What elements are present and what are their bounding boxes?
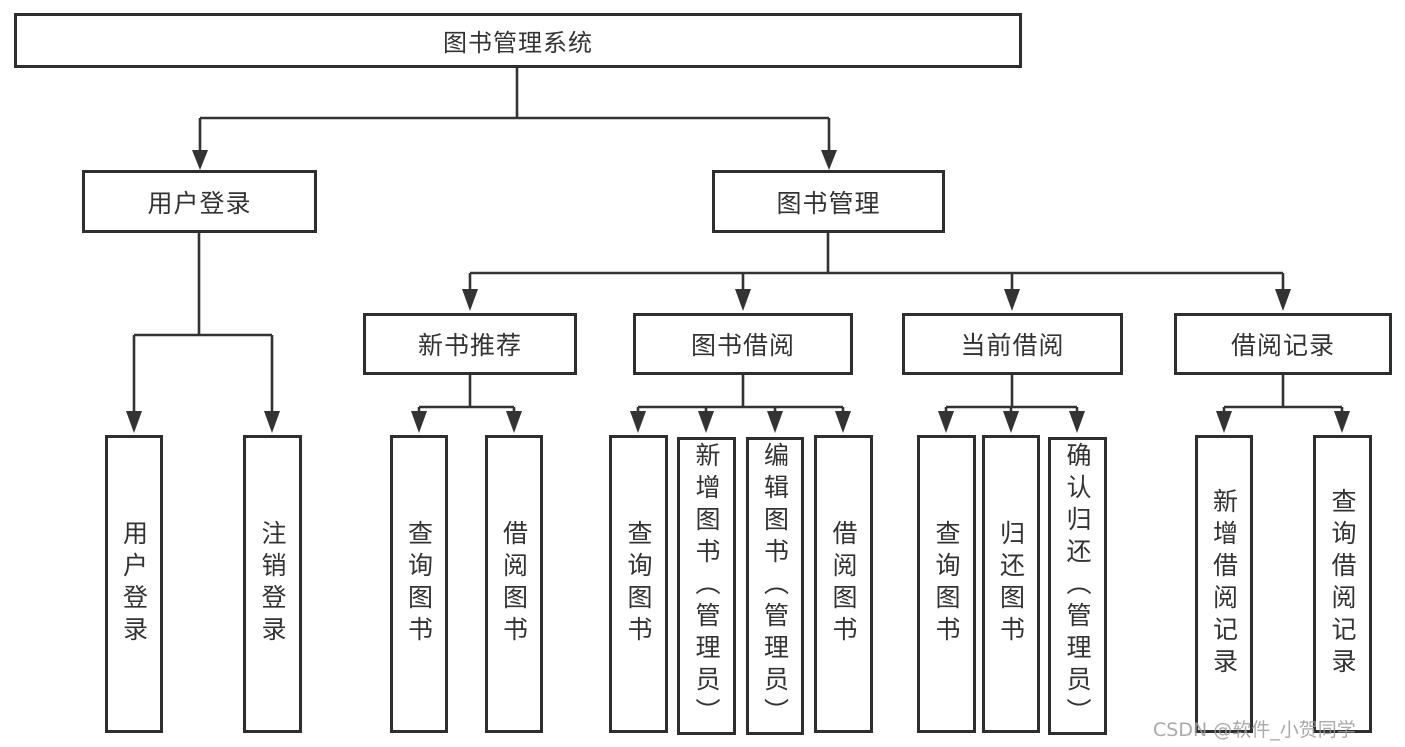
leaf-logout: 注销登录 xyxy=(243,435,302,733)
leaf-add-borrow-record: 新增借阅记录 xyxy=(1195,435,1253,733)
node-label: 图书管理 xyxy=(776,188,881,218)
node-label: 查询图书 xyxy=(932,520,961,648)
node-label: 查询图书 xyxy=(404,520,434,648)
node-user-login: 用户登录 xyxy=(82,170,317,233)
leaf-add-books-admin: 新增图书（管理员） xyxy=(677,437,736,735)
node-borrowing-records: 借阅记录 xyxy=(1174,313,1392,375)
node-label: 借阅图书 xyxy=(829,520,858,648)
node-book-borrowing: 图书借阅 xyxy=(633,313,853,375)
node-new-book-recommendation: 新书推荐 xyxy=(363,313,577,375)
node-current-borrowing: 当前借阅 xyxy=(902,313,1123,375)
node-label: 用户登录 xyxy=(119,520,149,648)
leaf-return-books: 归还图书 xyxy=(982,435,1040,733)
node-label: 当前借阅 xyxy=(960,331,1065,360)
node-label: 借阅图书 xyxy=(499,520,529,648)
leaf-confirm-return-admin: 确认归还（管理员） xyxy=(1048,437,1107,735)
node-label: 新增图书（管理员） xyxy=(692,442,721,730)
leaf-query-books-recommend: 查询图书 xyxy=(390,435,448,733)
node-label: 归还图书 xyxy=(996,520,1026,648)
node-label: 借阅记录 xyxy=(1230,331,1335,360)
leaf-query-books-current: 查询图书 xyxy=(917,435,976,733)
node-library-management-system: 图书管理系统 xyxy=(14,13,1022,68)
node-label: 查询借阅记录 xyxy=(1328,488,1357,680)
node-label: 注销登录 xyxy=(258,520,287,648)
csdn-watermark: CSDN @软件_小贺同学 xyxy=(1153,719,1356,741)
node-label: 新增借阅记录 xyxy=(1209,488,1239,680)
node-label: 用户登录 xyxy=(147,188,252,218)
node-label: 查询图书 xyxy=(624,520,653,648)
arrowheads xyxy=(126,150,1350,433)
node-label: 新书推荐 xyxy=(417,331,522,360)
leaf-user-login: 用户登录 xyxy=(105,435,163,733)
leaf-borrow-books: 借阅图书 xyxy=(814,435,873,733)
leaf-edit-books-admin: 编辑图书（管理员） xyxy=(746,437,804,735)
node-book-management: 图书管理 xyxy=(712,170,945,233)
leaf-query-borrow-record: 查询借阅记录 xyxy=(1313,435,1372,733)
leaf-borrow-books-recommend: 借阅图书 xyxy=(485,435,543,733)
node-label: 图书借阅 xyxy=(690,331,795,360)
node-label: 编辑图书（管理员） xyxy=(760,442,790,730)
node-label: 图书管理系统 xyxy=(443,29,593,57)
node-label: 确认归还（管理员） xyxy=(1063,442,1092,730)
leaf-query-books-borrow: 查询图书 xyxy=(609,435,668,733)
